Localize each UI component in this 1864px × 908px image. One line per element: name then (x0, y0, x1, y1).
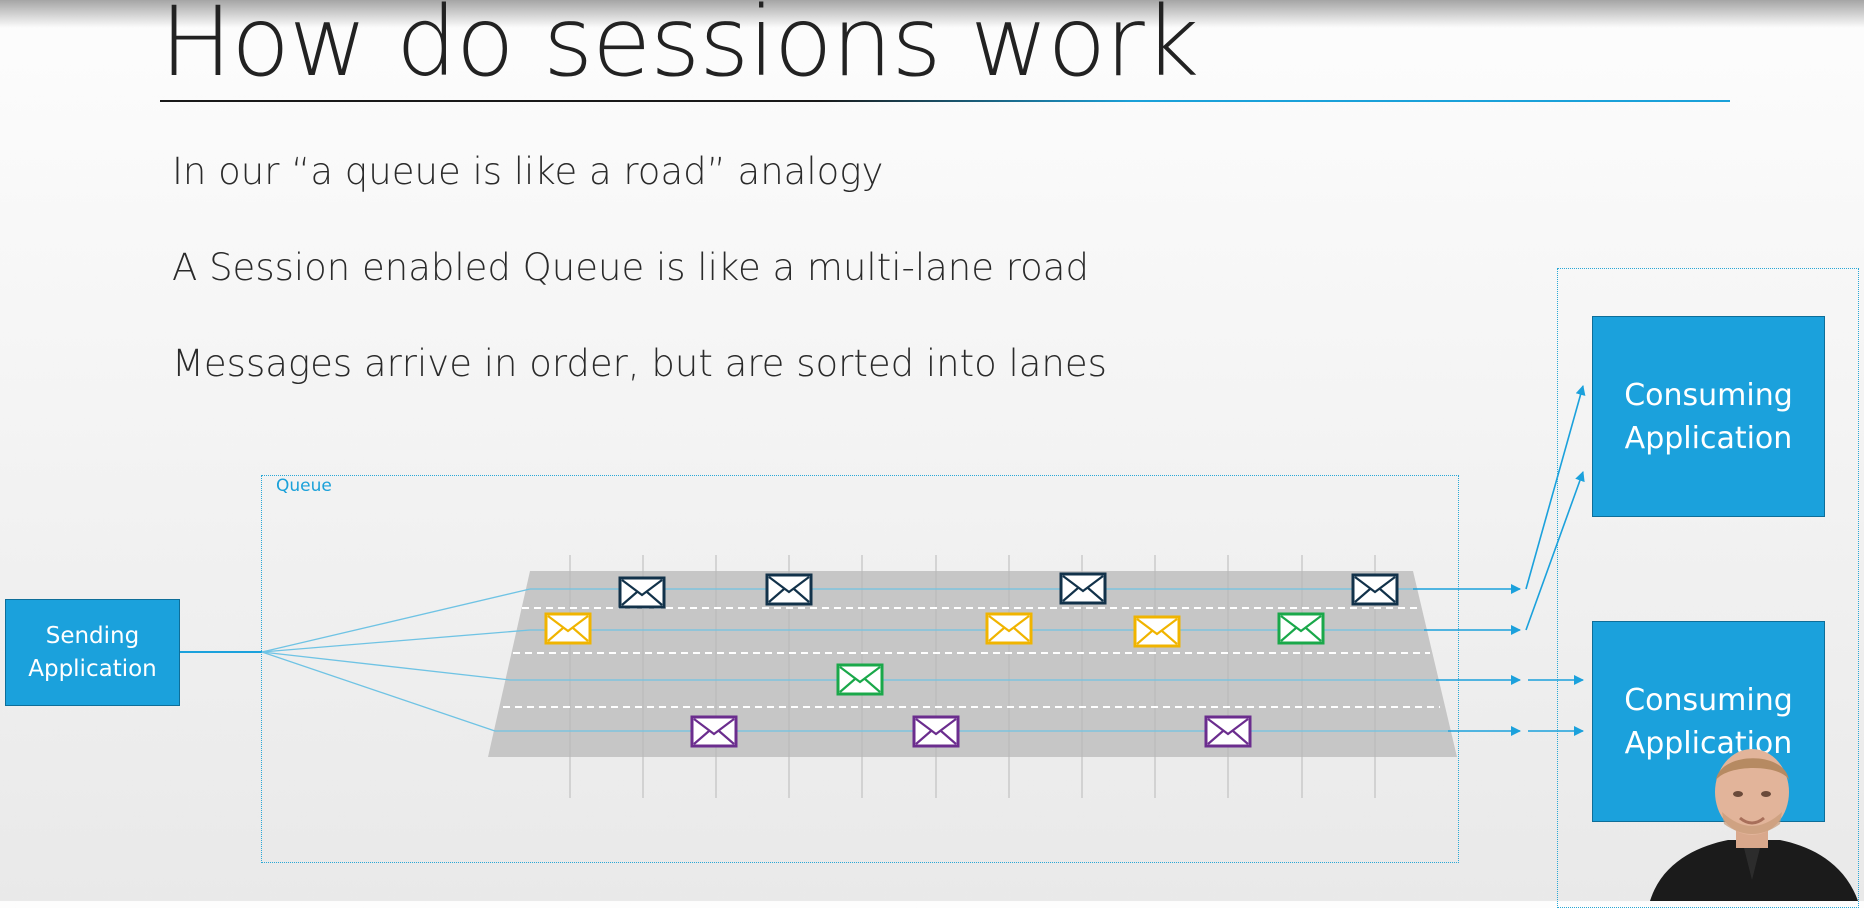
envelope-icon (765, 573, 813, 606)
envelope-icon (985, 612, 1033, 645)
lane-dividers (503, 607, 1440, 708)
top-shadow (0, 0, 1864, 28)
consumer1-label-line2: Application (1624, 420, 1793, 456)
lane-2-green-message (1277, 612, 1325, 645)
exit-arrows (1413, 385, 1586, 736)
consumer2-label-line1: Consuming (1624, 682, 1793, 718)
queue-label: Queue (276, 476, 332, 496)
bullet-3: Messages arrive in order, but are sorted… (172, 342, 1107, 385)
slide-title: How do sessions work (160, 0, 1199, 98)
envelope-icon (1133, 615, 1181, 648)
sender-label-line2: Application (28, 655, 157, 682)
lane-lines (495, 588, 1448, 732)
lane-3-messages (836, 663, 884, 696)
envelope-icon (1204, 715, 1252, 748)
presenter-video-overlay (1650, 749, 1858, 901)
envelope-icon (836, 663, 884, 696)
bullet-1: In our “a queue is like a road” analogy (172, 150, 884, 193)
envelope-icon (618, 576, 666, 609)
consumer1-label-line1: Consuming (1624, 377, 1793, 413)
title-underline (160, 100, 1730, 102)
envelope-icon (544, 612, 592, 645)
sending-application-box: Sending Application (5, 599, 180, 706)
consuming-application-box-1: Consuming Application (1592, 316, 1825, 517)
envelope-icon (690, 715, 738, 748)
sender-label-line1: Sending (45, 622, 140, 649)
bullet-2: A Session enabled Queue is like a multi-… (172, 246, 1089, 289)
fan-lines (261, 588, 531, 732)
envelope-icon (1059, 572, 1107, 605)
road-surface (488, 571, 1457, 757)
envelope-icon (912, 715, 960, 748)
envelope-icon (1351, 573, 1399, 606)
queue-boundary (261, 475, 1459, 863)
envelope-icon (1277, 612, 1325, 645)
